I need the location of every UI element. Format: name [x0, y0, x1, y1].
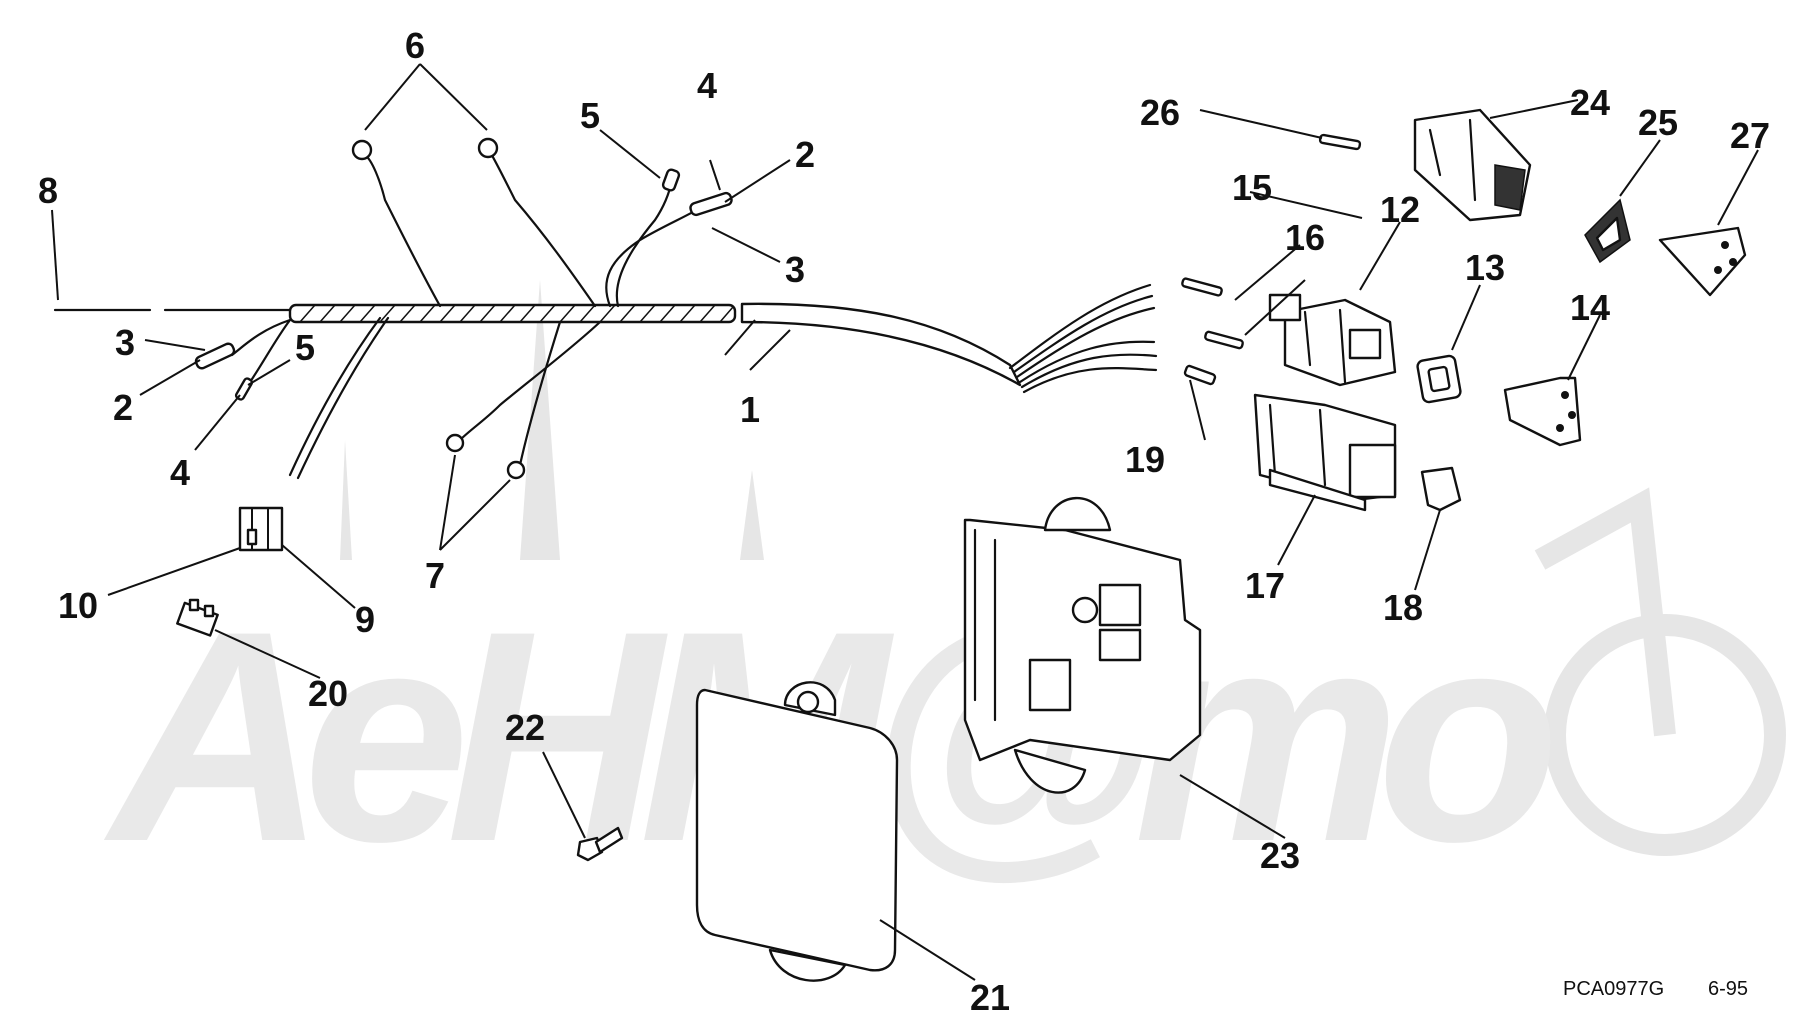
connector-12: [1268, 293, 1397, 387]
callout-26: 26: [1140, 92, 1180, 133]
lock-18: [1420, 466, 1462, 512]
leader-lines: [51, 63, 1759, 981]
fuse-20: [176, 598, 219, 637]
callout-4-left: 4: [170, 452, 190, 493]
callout-5-left: 5: [295, 327, 315, 368]
wedge-14: [1503, 376, 1582, 447]
callout-3-top: 3: [785, 249, 805, 290]
callout-19: 19: [1125, 439, 1165, 480]
terminals-15-16-19: [1181, 277, 1244, 386]
callout-7: 7: [425, 555, 445, 596]
callout-10: 10: [58, 585, 98, 626]
callout-18: 18: [1383, 587, 1423, 628]
callout-17: 17: [1245, 565, 1285, 606]
seal-13: [1416, 354, 1462, 404]
callout-21: 21: [970, 977, 1010, 1018]
callout-24: 24: [1570, 82, 1610, 123]
pin-26: [1318, 133, 1362, 151]
callout-labels: 6 4 5 2 3 8 3 5 2 4 1 7 10 9 20 22 21 23…: [38, 25, 1770, 1018]
callout-15: 15: [1232, 167, 1272, 208]
callout-1: 1: [740, 389, 760, 430]
cover-21: [695, 681, 899, 982]
callout-4-top: 4: [697, 65, 717, 106]
callout-23: 23: [1260, 835, 1300, 876]
connector-17: [1253, 393, 1397, 512]
callout-22: 22: [505, 707, 545, 748]
connector-24: [1413, 108, 1532, 222]
footer: PCA0977G 6-95: [1563, 978, 1748, 1000]
screw-22: [576, 826, 624, 862]
callout-16: 16: [1285, 217, 1325, 258]
callout-14: 14: [1570, 287, 1610, 328]
connector-9-10: [238, 506, 284, 552]
callout-5-top: 5: [580, 95, 600, 136]
callout-13: 13: [1465, 247, 1505, 288]
harness-main: [53, 137, 1158, 480]
callout-27: 27: [1730, 115, 1770, 156]
callout-2-left: 2: [113, 387, 133, 428]
callout-6: 6: [405, 25, 425, 66]
callout-2-top: 2: [795, 134, 815, 175]
bracket-23: [963, 496, 1202, 794]
callout-8: 8: [38, 170, 58, 211]
callout-9: 9: [355, 599, 375, 640]
footer-code: PCA0977G: [1563, 978, 1664, 1000]
callout-25: 25: [1638, 102, 1678, 143]
callout-3-left: 3: [115, 322, 135, 363]
seal-25-wedge-27: [1584, 198, 1747, 297]
callout-20: 20: [308, 673, 348, 714]
footer-date: 6-95: [1708, 978, 1748, 1000]
callout-12: 12: [1380, 189, 1420, 230]
